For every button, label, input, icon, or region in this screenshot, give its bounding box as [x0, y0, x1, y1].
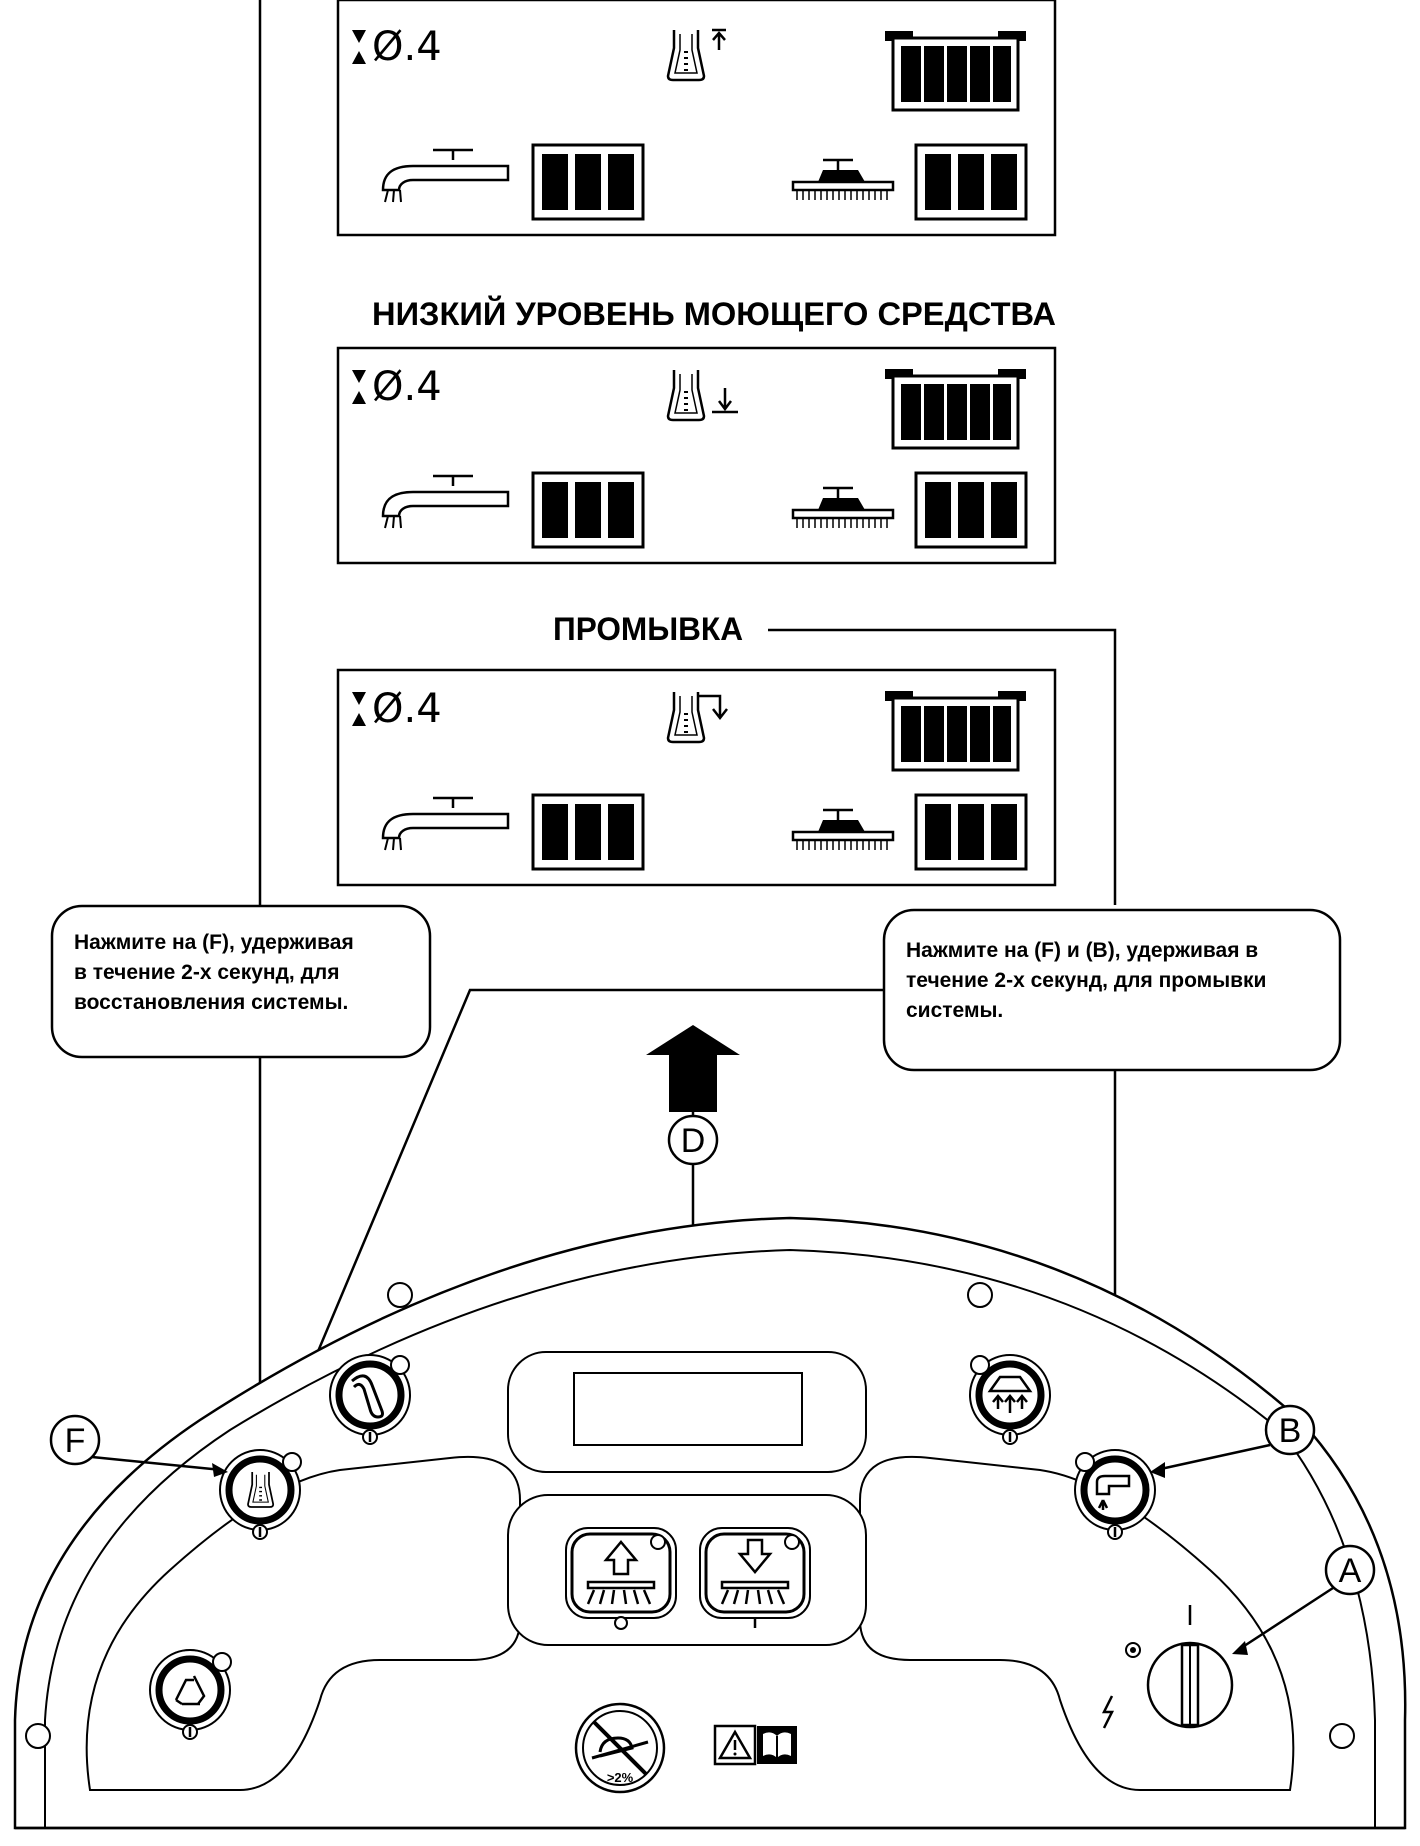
heading-low-detergent: НИЗКИЙ УРОВЕНЬ МОЮЩЕГО СРЕДСТВА	[372, 296, 1056, 332]
label-a: A	[1339, 1552, 1362, 1590]
squeegee-level-bars	[531, 143, 645, 221]
callout-left-text: Нажмите на (F), удерживая в течение 2-х …	[74, 928, 419, 1018]
label-b-circle	[1264, 1404, 1316, 1456]
callout-left-line-1: Нажмите на (F), удерживая	[74, 931, 354, 954]
brush-level-bars	[914, 471, 1028, 549]
lcd-screen-purge: Ø.4	[336, 668, 1057, 887]
brush-level-bars	[914, 793, 1028, 871]
wand-button[interactable]	[330, 1355, 410, 1444]
label-b: B	[1279, 1412, 1302, 1450]
manual-icon	[757, 1726, 797, 1764]
callout-right-line-1: Нажмите на (F) и (B), удерживая в	[906, 939, 1259, 962]
callout-left-line-2: в течение 2-х секунд, для	[74, 961, 340, 984]
callout-right-line-3: системы.	[906, 999, 1004, 1022]
purge-button-b[interactable]	[1075, 1450, 1155, 1539]
brush-up-button[interactable]	[565, 1527, 677, 1630]
callout-right-text: Нажмите на (F) и (B), удерживая в течени…	[906, 936, 1331, 1026]
brush-down-icon	[720, 1538, 790, 1605]
faucet-icon	[1095, 1474, 1131, 1510]
key-switch[interactable]	[1146, 1641, 1234, 1729]
battery-icon	[883, 29, 1028, 112]
battery-icon	[883, 367, 1028, 450]
flask-icon	[666, 28, 726, 82]
no-incline-sign: >2%	[574, 1702, 666, 1794]
label-a-circle	[1324, 1544, 1376, 1596]
detergent-button-f[interactable]	[220, 1450, 301, 1539]
heading-purge: ПРОМЫВКА	[553, 611, 743, 647]
label-f-circle	[49, 1414, 101, 1466]
callout-left-line-3: восстановления системы.	[74, 991, 349, 1014]
purge-leader-line	[768, 628, 1117, 905]
battery-icon	[883, 689, 1028, 772]
spray-button[interactable]	[970, 1355, 1050, 1444]
brush-level-bars	[914, 143, 1028, 221]
lcd-reading: Ø.4	[372, 364, 442, 410]
spray-icon	[987, 1375, 1033, 1413]
power-icon	[1101, 1695, 1115, 1729]
squeegee-level-bars	[531, 471, 645, 549]
brush-down-button[interactable]	[699, 1527, 811, 1628]
recycle-button[interactable]	[150, 1650, 231, 1739]
flask-icon	[666, 690, 728, 744]
callout-right-line-2: течение 2-х секунд, для промывки	[906, 969, 1267, 992]
squeegee-level-bars	[531, 793, 645, 871]
lcd-screen-full: Ø.4	[336, 0, 1057, 237]
incline-note: >2%	[607, 1770, 634, 1785]
lcd-screen-low: Ø.4	[336, 346, 1057, 565]
control-panel: >2%	[13, 1216, 1407, 1830]
brush-up-icon	[586, 1540, 656, 1605]
label-f: F	[65, 1422, 86, 1460]
lcd-reading: Ø.4	[372, 24, 442, 70]
wand-icon	[351, 1374, 384, 1419]
lcd-reading: Ø.4	[372, 686, 442, 732]
warning-icon	[713, 1724, 757, 1766]
up-arrow-icon	[646, 1025, 740, 1112]
recycle-icon	[174, 1675, 206, 1706]
callout-left-box	[50, 904, 432, 1059]
flask-icon	[666, 368, 738, 422]
label-d: D	[681, 1122, 706, 1160]
